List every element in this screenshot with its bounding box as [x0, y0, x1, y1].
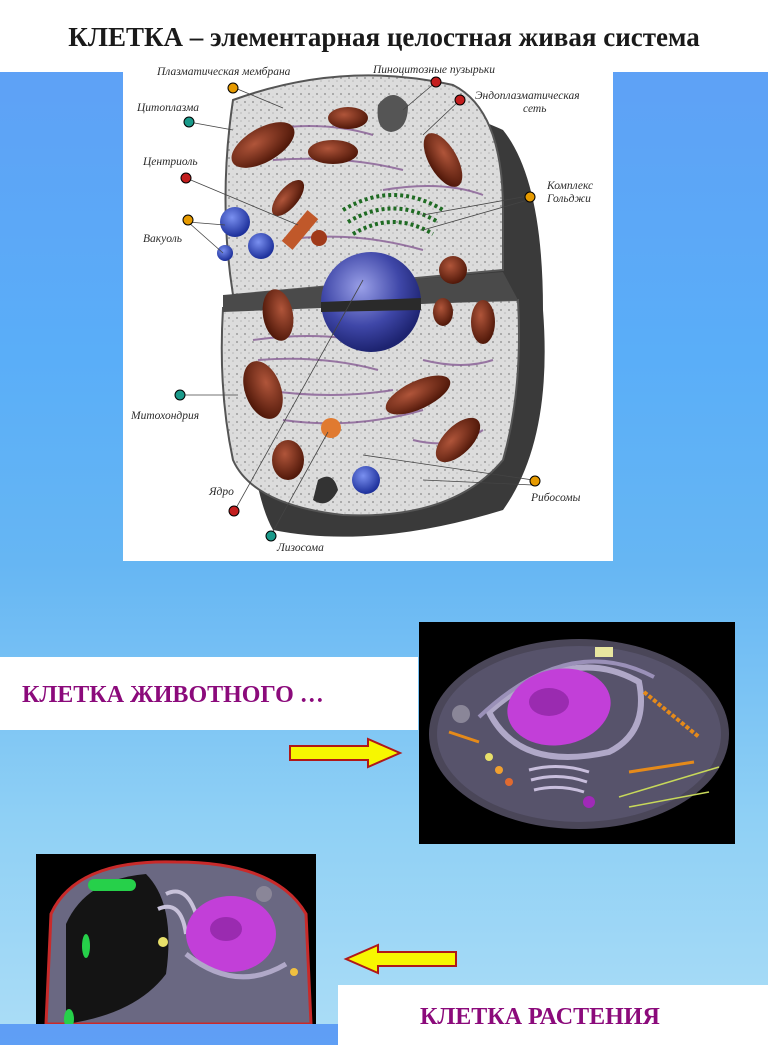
label-pinocytic: Пиноцитозные пузырьки: [373, 64, 495, 76]
arrow-right-icon: [289, 737, 403, 769]
page-title: КЛЕТКА – элементарная целостная живая си…: [68, 22, 700, 52]
label-vacuole: Вакуоль: [143, 233, 182, 245]
arrow-left-icon: [343, 943, 457, 975]
plant-cell-label: КЛЕТКА РАСТЕНИЯ: [420, 1004, 660, 1030]
label-centriole: Центриоль: [143, 156, 198, 168]
animal-cell-image: [419, 622, 735, 844]
animal-cell-label: КЛЕТКА ЖИВОТНОГО …: [22, 682, 324, 708]
plant-cell-image: [36, 854, 316, 1024]
label-membrane: Плазматическая мембрана: [157, 66, 291, 78]
label-golgi-2: Гольджи: [547, 193, 591, 205]
cell-diagram: Плазматическая мембрана Пиноцитозные пуз…: [123, 60, 613, 561]
animal-label-box: [0, 657, 418, 730]
label-nucleus: Ядро: [209, 486, 234, 498]
label-lysosome: Лизосома: [277, 542, 324, 554]
label-cytoplasm: Цитоплазма: [137, 102, 200, 114]
label-golgi-1: Комплекс: [547, 180, 594, 192]
label-ribosomes: Рибосомы: [531, 492, 581, 504]
cell-illustration: [174, 74, 545, 542]
label-er-2: сеть: [523, 103, 547, 115]
label-mitochondria: Митохондрия: [131, 410, 200, 422]
label-er-1: Эндоплазматическая: [475, 90, 580, 102]
